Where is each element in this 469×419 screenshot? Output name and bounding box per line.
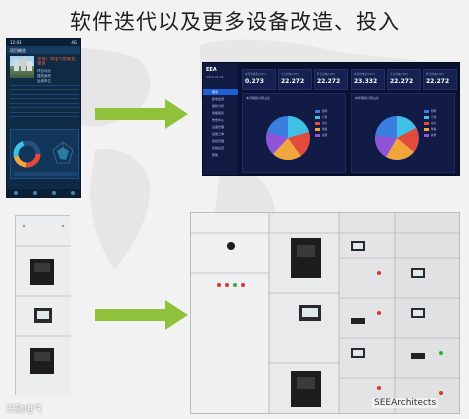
watermark-left: 天融电气 xyxy=(6,405,43,415)
watermark-right: SEEArchitects xyxy=(372,398,439,408)
legend-label: 空调 xyxy=(322,116,328,119)
arrow-right-icon xyxy=(95,99,188,129)
legend-label: 其他 xyxy=(322,134,328,137)
pie-panel-year: 本年能耗分项占比 照明 空调 动力 特殊 其他 xyxy=(351,93,455,173)
phone-charts xyxy=(13,140,77,176)
page-title: 软件迭代以及更多设备改造、投入 xyxy=(70,10,400,34)
kpi-card: 今日用电(kWh) 22.272 xyxy=(278,69,312,90)
phone-chart-panel xyxy=(10,129,79,179)
kpi-value: 23.332 xyxy=(354,78,378,85)
legend-label: 动力 xyxy=(322,122,328,125)
pie-panel-month: 本月能耗分项占比 照明 空调 动力 特殊 其他 xyxy=(242,93,346,173)
project-info: 龙港广场电气智能化项目 项目地址 建筑面积 运维单位 xyxy=(37,57,79,84)
kpi-label: 今日用电(kWh) xyxy=(390,73,409,76)
pie-chart xyxy=(266,116,310,161)
kpi-label: 昨日用电(kWh) xyxy=(426,73,445,76)
phone-header: 项目概览 xyxy=(7,46,80,54)
legend-label: 特殊 xyxy=(322,128,328,131)
switchgear-cabinet-photo-small xyxy=(15,215,71,396)
kpi-label: 本月用电量(kWh) xyxy=(245,73,266,76)
phone-tab-bar xyxy=(7,189,80,197)
menu-item: 概览 xyxy=(203,89,238,95)
cabinet-row-drawing xyxy=(191,213,459,413)
phone-status-bar: 12:03 4G xyxy=(7,39,80,46)
menu-item: 能耗分析 xyxy=(212,104,225,108)
menu-item: 运维工单 xyxy=(212,132,225,136)
kpi-label: 本月用电量(kWh) xyxy=(354,73,375,76)
legend-label: 空调 xyxy=(431,116,437,119)
dashboard-date: 2019-06-18 xyxy=(206,75,224,79)
menu-item: 告警中心 xyxy=(212,118,225,122)
kpi-card: 今日用电(kWh) 22.272 xyxy=(387,69,421,90)
dashboard-sidebar: EEA 2019-06-18 概览 配电监测 能耗分析 用能报表 告警中心 设备… xyxy=(203,63,238,175)
info-line: 项目地址 xyxy=(37,69,51,73)
pie-legend: 照明 空调 动力 特殊 其他 xyxy=(424,108,454,138)
menu-item: 巡检管理 xyxy=(212,139,225,143)
mobile-app-screenshot: 12:03 4G 项目概览 龙港广场电气智能化项目 项目地址 建筑面积 运维单位 xyxy=(6,38,81,198)
legend-label: 特殊 xyxy=(431,128,437,131)
kpi-value: 22.272 xyxy=(390,78,414,85)
kpi-value: 22.272 xyxy=(426,78,450,85)
menu-item: 系统设置 xyxy=(212,146,225,150)
menu-item: 设备管理 xyxy=(212,125,225,129)
project-name: 龙港广场电气智能化项目 xyxy=(37,57,76,67)
dashboard-logo: EEA xyxy=(206,67,217,73)
kpi-card: 昨日用电(kWh) 22.272 xyxy=(314,69,348,90)
phone-signal: 4G xyxy=(71,40,77,45)
legend-label: 其他 xyxy=(431,134,437,137)
tab-icon xyxy=(70,191,75,195)
kpi-label: 今日用电(kWh) xyxy=(281,73,300,76)
phone-stats-list xyxy=(10,81,79,123)
phone-time: 12:03 xyxy=(10,40,22,45)
building-photo xyxy=(10,56,34,78)
legend-label: 照明 xyxy=(431,110,437,113)
legend-label: 动力 xyxy=(431,122,437,125)
kpi-label: 昨日用电(kWh) xyxy=(317,73,336,76)
tab-icon xyxy=(33,191,38,195)
pie-caption: 本月能耗分项占比 xyxy=(246,96,271,100)
menu-item: 帮助 xyxy=(212,153,219,157)
pie-chart xyxy=(374,116,419,160)
kpi-card: 昨日用电(kWh) 22.272 xyxy=(423,69,457,90)
pie-caption: 本年能耗分项占比 xyxy=(355,96,380,100)
info-line: 建筑面积 xyxy=(37,74,51,78)
tab-icon xyxy=(51,191,56,195)
kpi-card: 本月用电量(kWh) 23.332 xyxy=(351,69,385,90)
pie-legend: 照明 空调 动力 特殊 其他 xyxy=(315,108,345,138)
kpi-value: 0.273 xyxy=(245,78,264,85)
menu-item: 用能报表 xyxy=(212,111,225,115)
arrow-right-icon xyxy=(95,300,188,330)
web-dashboard-screenshot: EEA 2019-06-18 概览 配电监测 能耗分析 用能报表 告警中心 设备… xyxy=(202,62,460,176)
menu-item: 配电监测 xyxy=(212,97,225,101)
info-line: 运维单位 xyxy=(37,79,51,83)
tab-icon xyxy=(14,191,19,195)
switchgear-cabinet-photo-large xyxy=(190,212,460,414)
kpi-card: 本月用电量(kWh) 0.273 xyxy=(242,69,276,90)
cabinet-drawing xyxy=(16,216,71,396)
legend-label: 照明 xyxy=(322,110,328,113)
kpi-value: 22.272 xyxy=(281,78,305,85)
kpi-value: 22.272 xyxy=(317,78,341,85)
